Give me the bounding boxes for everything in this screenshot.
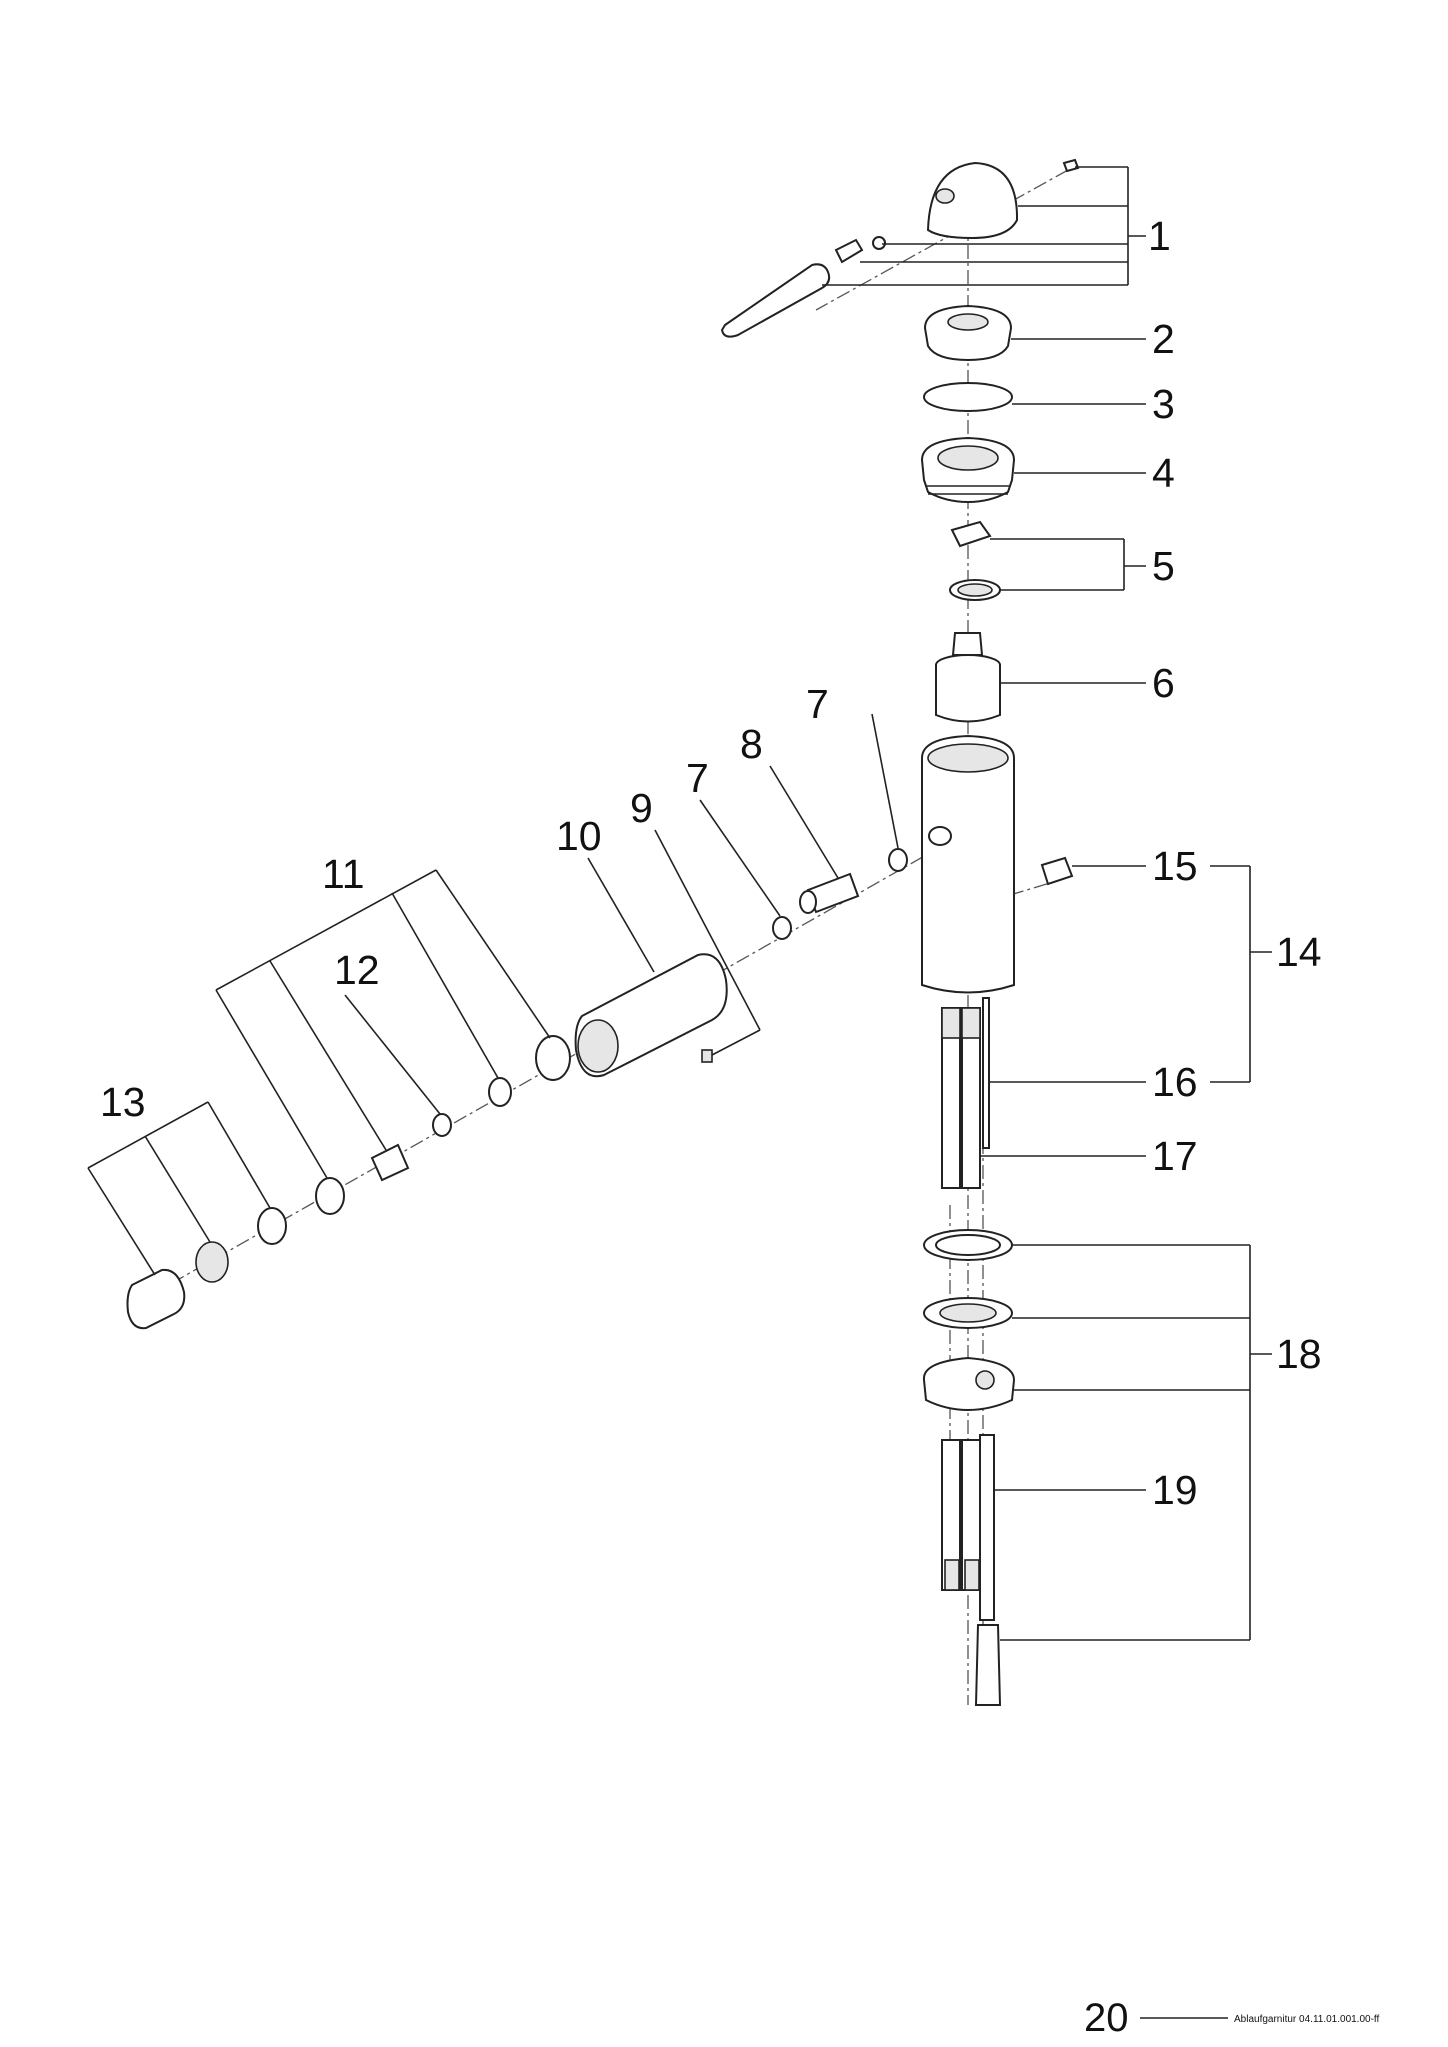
leader-lines [87, 166, 1272, 1641]
callout-14: 14 [1276, 929, 1322, 975]
supply-hoses [941, 997, 990, 1189]
page-number: 20 [1084, 1996, 1129, 2040]
cap-ring [923, 304, 1013, 362]
callout-13: 13 [100, 1079, 146, 1125]
callout-1: 1 [1148, 213, 1171, 259]
o-ring-3 [923, 382, 1013, 412]
callout-10: 10 [556, 813, 602, 859]
base-washers [922, 1229, 1016, 1412]
callout-17: 17 [1152, 1133, 1198, 1179]
document-reference: Ablaufgarnitur 04.11.01.001.00-ff [1234, 2014, 1380, 2025]
cartridge [935, 632, 1001, 723]
callout-labels: 1 2 3 4 5 6 7 8 7 9 10 11 12 13 14 15 16… [100, 213, 1322, 1513]
threaded-nut [920, 436, 1016, 504]
callout-16: 16 [1152, 1059, 1198, 1105]
callout-19: 19 [1152, 1467, 1198, 1513]
callout-6: 6 [1152, 660, 1175, 706]
page-footer: 20 Ablaufgarnitur 04.11.01.001.00-ff [1084, 1996, 1380, 2040]
threaded-rod [941, 1434, 1002, 1706]
callout-4: 4 [1152, 450, 1175, 496]
clip-set [949, 520, 1001, 601]
pin [1040, 856, 1074, 886]
callout-5: 5 [1152, 543, 1175, 589]
callout-18: 18 [1276, 1331, 1322, 1377]
callout-9: 9 [630, 785, 653, 831]
callout-2: 2 [1152, 316, 1175, 362]
callout-12: 12 [334, 947, 380, 993]
callout-8: 8 [740, 721, 763, 767]
callout-11: 11 [322, 851, 365, 897]
callout-7-right: 7 [806, 681, 829, 727]
handle-assembly [720, 158, 1080, 338]
spout-branch [126, 848, 908, 1330]
callout-3: 3 [1152, 381, 1175, 427]
callout-7-left: 7 [686, 755, 709, 801]
faucet-body [921, 734, 1015, 994]
callout-15: 15 [1152, 843, 1198, 889]
